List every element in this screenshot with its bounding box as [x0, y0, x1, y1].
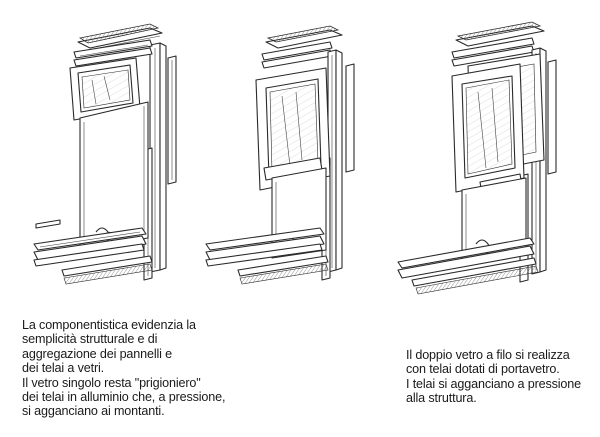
caption-line: alla struttura. — [406, 391, 477, 406]
bottom-rails — [205, 227, 329, 285]
caption-double-glass: Il doppio vetro a filo si realizza con t… — [406, 348, 581, 406]
caption-line: si agganciano ai montanti. — [22, 404, 165, 419]
top-cap-rail — [265, 25, 343, 49]
glass-frame-front — [451, 63, 525, 195]
upper-rails — [73, 39, 153, 67]
upper-rails — [261, 41, 333, 69]
caption-line: Il doppio vetro a filo si realizza — [406, 348, 570, 362]
glass-frame — [69, 57, 141, 121]
caption-line: La componentistica evidenzia la — [22, 318, 196, 332]
caption-single-glass: La componentistica evidenzia la semplici… — [22, 318, 225, 419]
assembly-single-glass — [33, 23, 177, 285]
top-cap-rail — [77, 23, 163, 51]
caption-line: con telai dotati di portavetro. — [406, 362, 560, 377]
caption-line: Il vetro singolo resta "prigioniero" — [22, 375, 201, 390]
exploded-assemblies-figure — [33, 21, 557, 295]
glass-frame — [255, 67, 331, 191]
upper-rails — [451, 37, 535, 67]
vertical-posts — [143, 42, 177, 281]
bottom-rails — [397, 237, 539, 295]
caption-line: dei telai in alluminio che, a pressione, — [22, 390, 226, 405]
caption-line: semplicità strutturale e di — [22, 332, 158, 347]
caption-line: aggregazione dei pannelli e — [22, 346, 172, 361]
infill-panel — [79, 101, 149, 251]
vertical-posts — [321, 49, 355, 281]
caption-line: dei telai a vetri. — [22, 361, 105, 376]
top-cap-rail — [455, 21, 545, 47]
assembly-double-glass — [397, 21, 557, 295]
assembly-glazed-frame — [205, 25, 355, 285]
bottom-rails — [33, 219, 153, 285]
caption-line: I telai si agganciano a pressione — [406, 376, 581, 391]
